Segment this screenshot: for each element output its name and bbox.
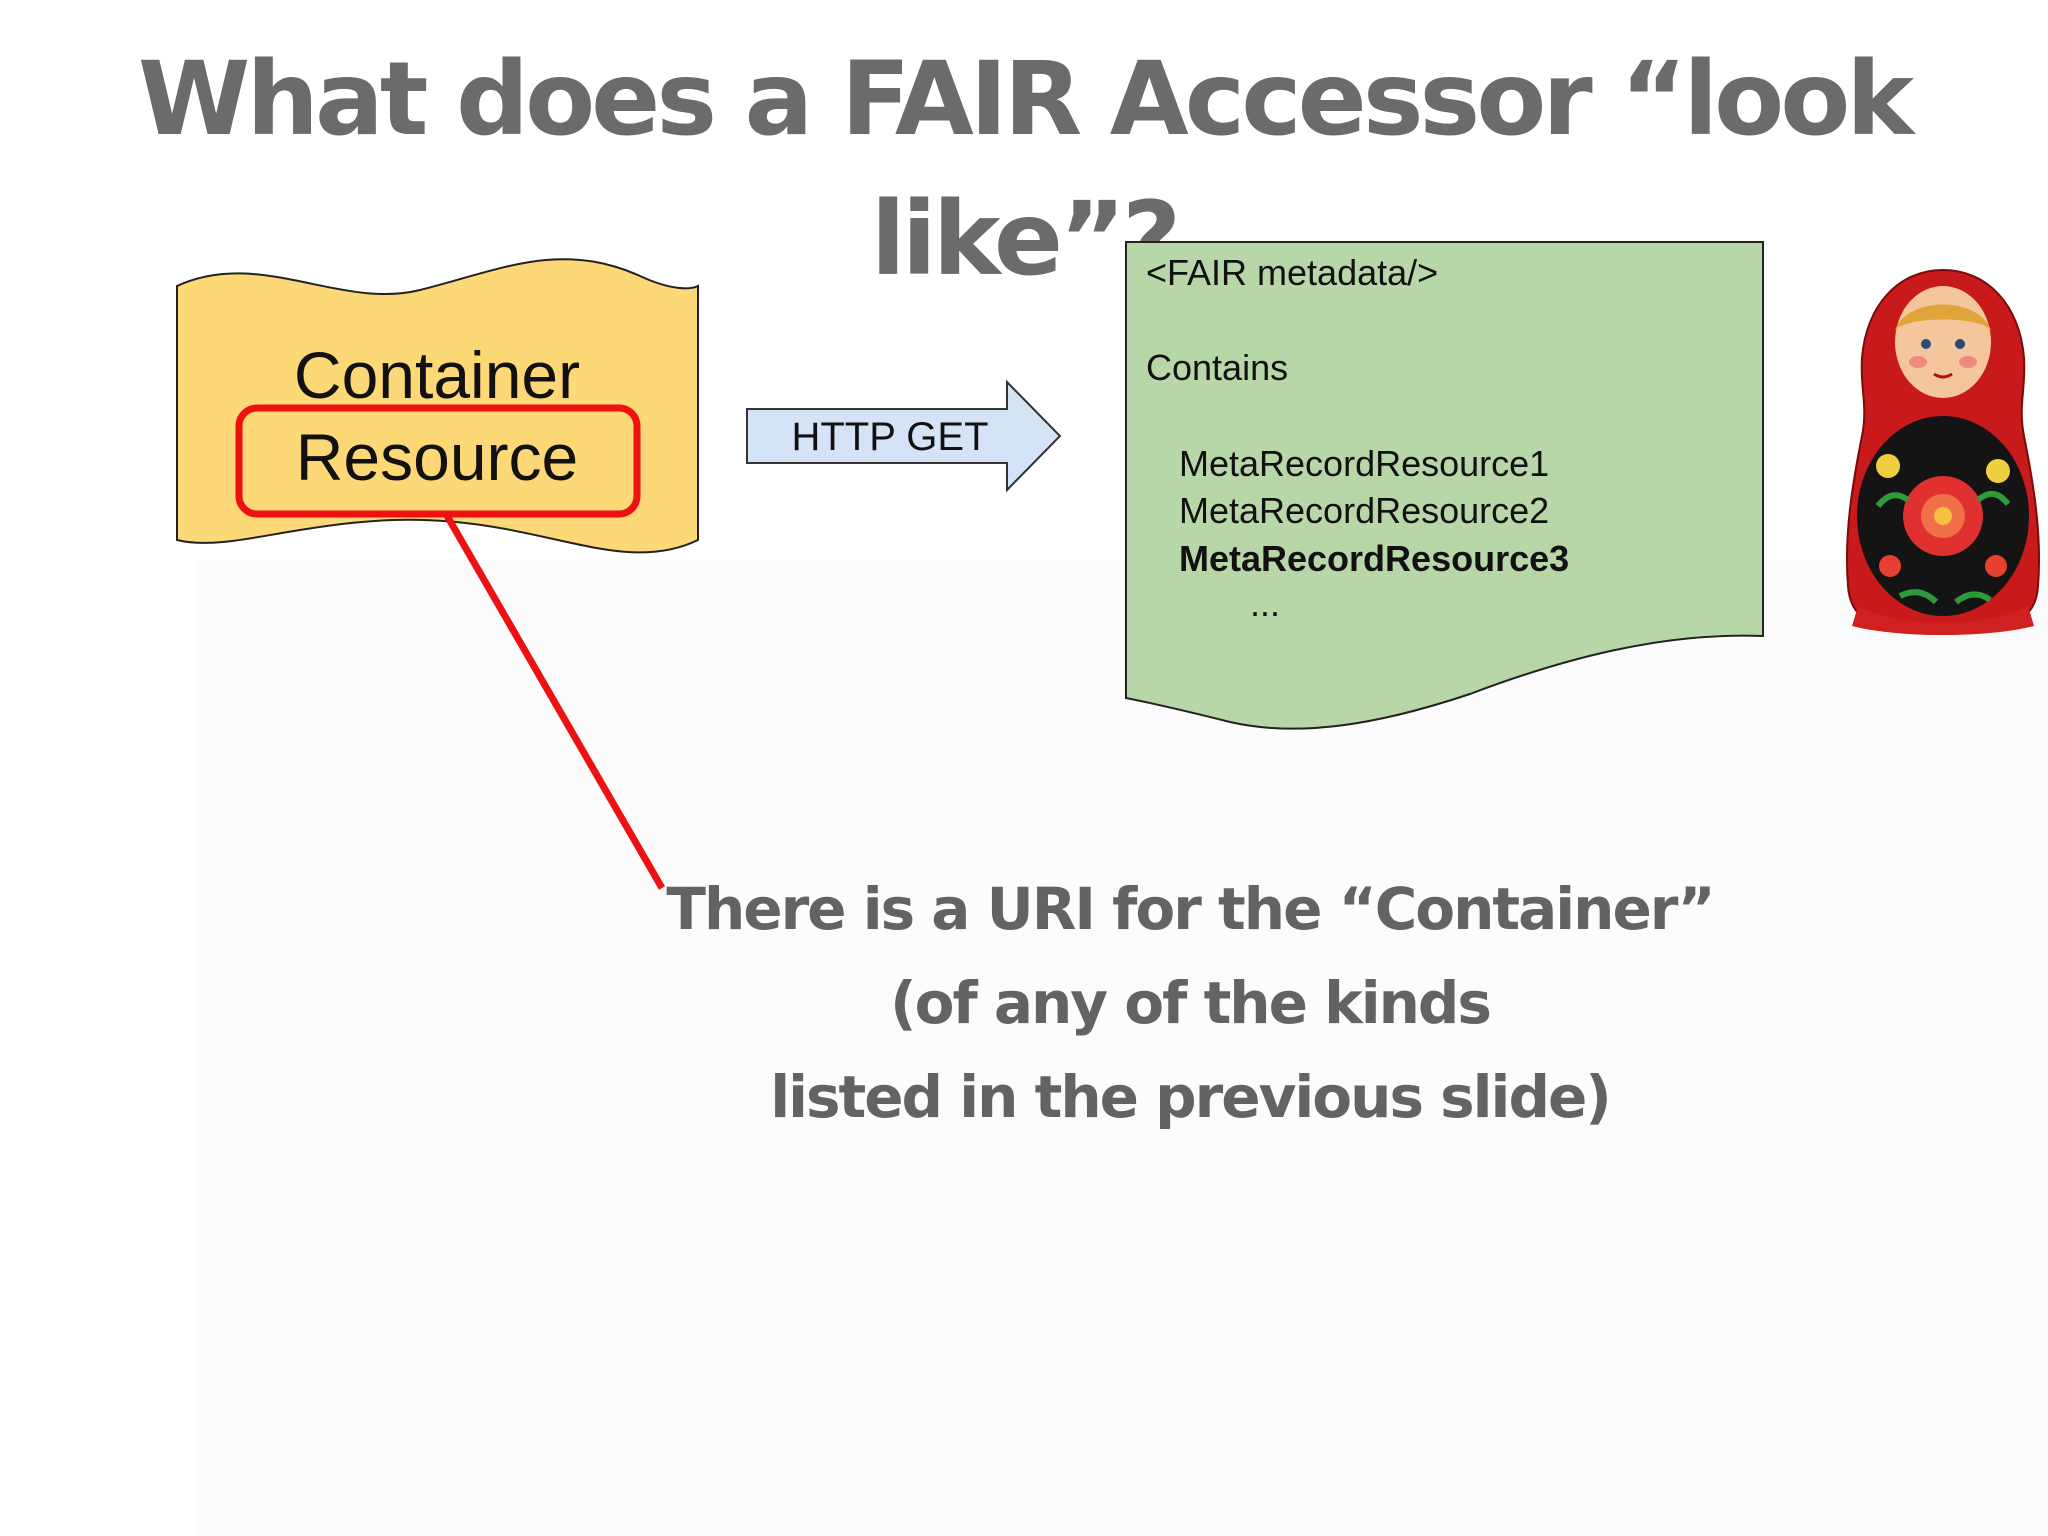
- slide-background: [196, 560, 2048, 1536]
- metadata-record-1: MetaRecordResource1: [1179, 443, 1549, 484]
- metadata-contains-label: Contains: [1146, 347, 1288, 388]
- http-get-label: HTTP GET: [791, 415, 988, 459]
- metadata-ellipsis: ...: [1250, 583, 1280, 624]
- http-get-arrow: [746, 379, 1062, 493]
- caption-line-1: There is a URI for the “Container”: [666, 875, 1715, 943]
- pointer-line: [442, 512, 666, 890]
- matryoshka-doll-icon: [1845, 268, 2041, 636]
- slide-title: What does a FAIR Accessor “look like”?: [137, 40, 1914, 299]
- caption-line-2: (of any of the kinds: [890, 969, 1492, 1037]
- metadata-record-2: MetaRecordResource2: [1179, 490, 1549, 531]
- metadata-record-3: MetaRecordResource3: [1179, 538, 1569, 579]
- caption: There is a URI for the “Container” (of a…: [640, 862, 1740, 1144]
- container-label: Container: [294, 338, 580, 412]
- metadata-document-shape: [1125, 241, 1764, 730]
- resource-label: Resource: [296, 420, 578, 494]
- resource-highlight-box: [235, 404, 641, 518]
- metadata-header: <FAIR metadata/>: [1146, 252, 1438, 293]
- caption-line-3: listed in the previous slide): [770, 1063, 1612, 1131]
